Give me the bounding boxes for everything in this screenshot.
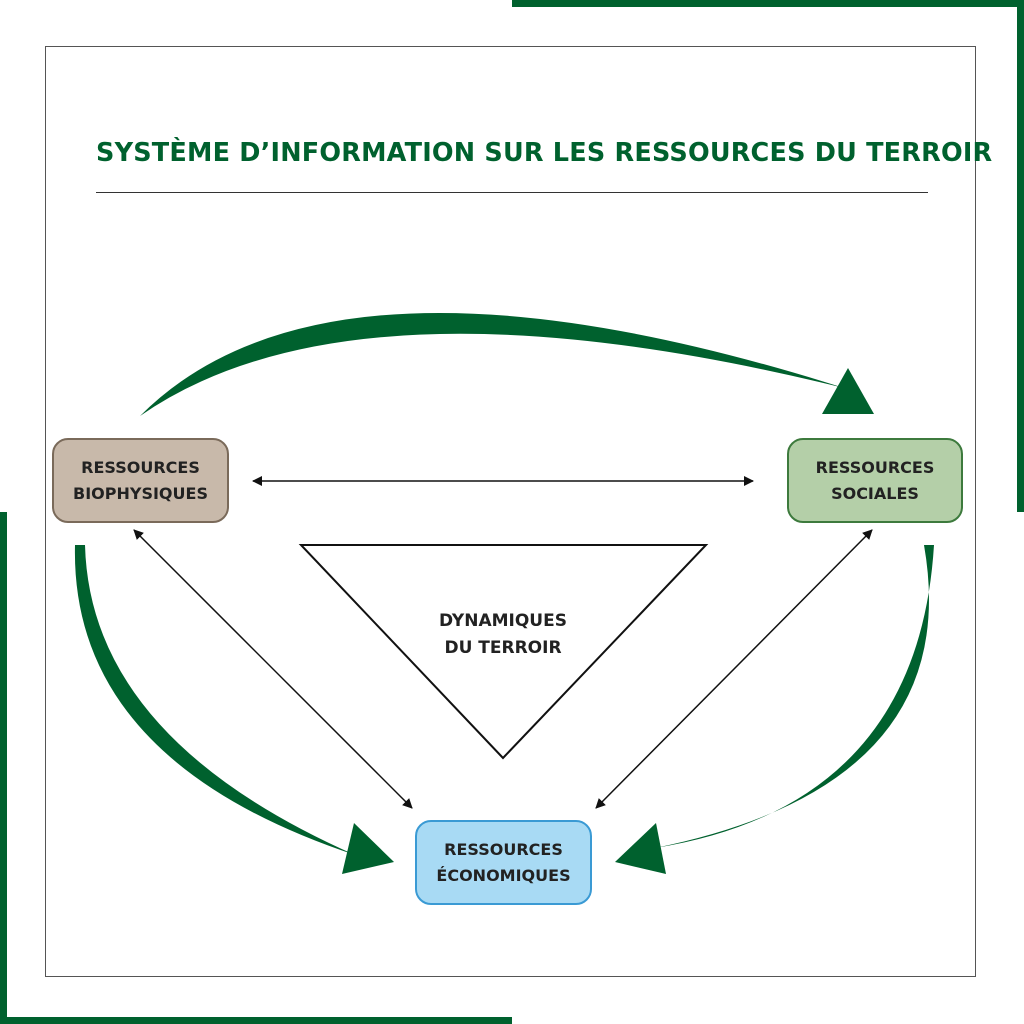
title-divider [96, 192, 928, 193]
node-biophysical-line2: BIOPHYSIQUES [73, 483, 208, 503]
node-biophysical-line1: RESSOURCES [81, 457, 200, 477]
node-economic-line1: RESSOURCES [444, 839, 563, 859]
cycle-arrow-left [74, 545, 394, 874]
terroir-dynamics-label: DYNAMIQUES DU TERROIR [383, 608, 623, 662]
frame-corner-top-horizontal [512, 0, 1024, 7]
cycle-arrow-right [615, 545, 934, 874]
link-biophysical-economic [133, 529, 413, 809]
diagram-title: SYSTÈME D’INFORMATION SUR LES RESSOURCES… [96, 138, 993, 168]
center-label-line2: DU TERROIR [444, 638, 562, 658]
link-social-economic [595, 529, 873, 809]
node-economic-resources: RESSOURCES ÉCONOMIQUES [415, 820, 592, 905]
node-economic-line2: ÉCONOMIQUES [436, 865, 571, 885]
center-label-line1: DYNAMIQUES [439, 611, 567, 631]
node-social-line2: SOCIALES [831, 483, 919, 503]
cycle-arrow-top [140, 312, 874, 416]
node-social-resources: RESSOURCES SOCIALES [787, 438, 963, 523]
node-social-line1: RESSOURCES [815, 457, 935, 477]
node-biophysical-resources: RESSOURCES BIOPHYSIQUES [52, 438, 229, 523]
frame-corner-top-vertical [1017, 0, 1024, 512]
terroir-dynamics-triangle [298, 544, 709, 760]
frame-corner-bottom-horizontal [0, 1017, 512, 1024]
frame-corner-bottom-vertical [0, 512, 7, 1024]
inner-frame [45, 46, 976, 977]
